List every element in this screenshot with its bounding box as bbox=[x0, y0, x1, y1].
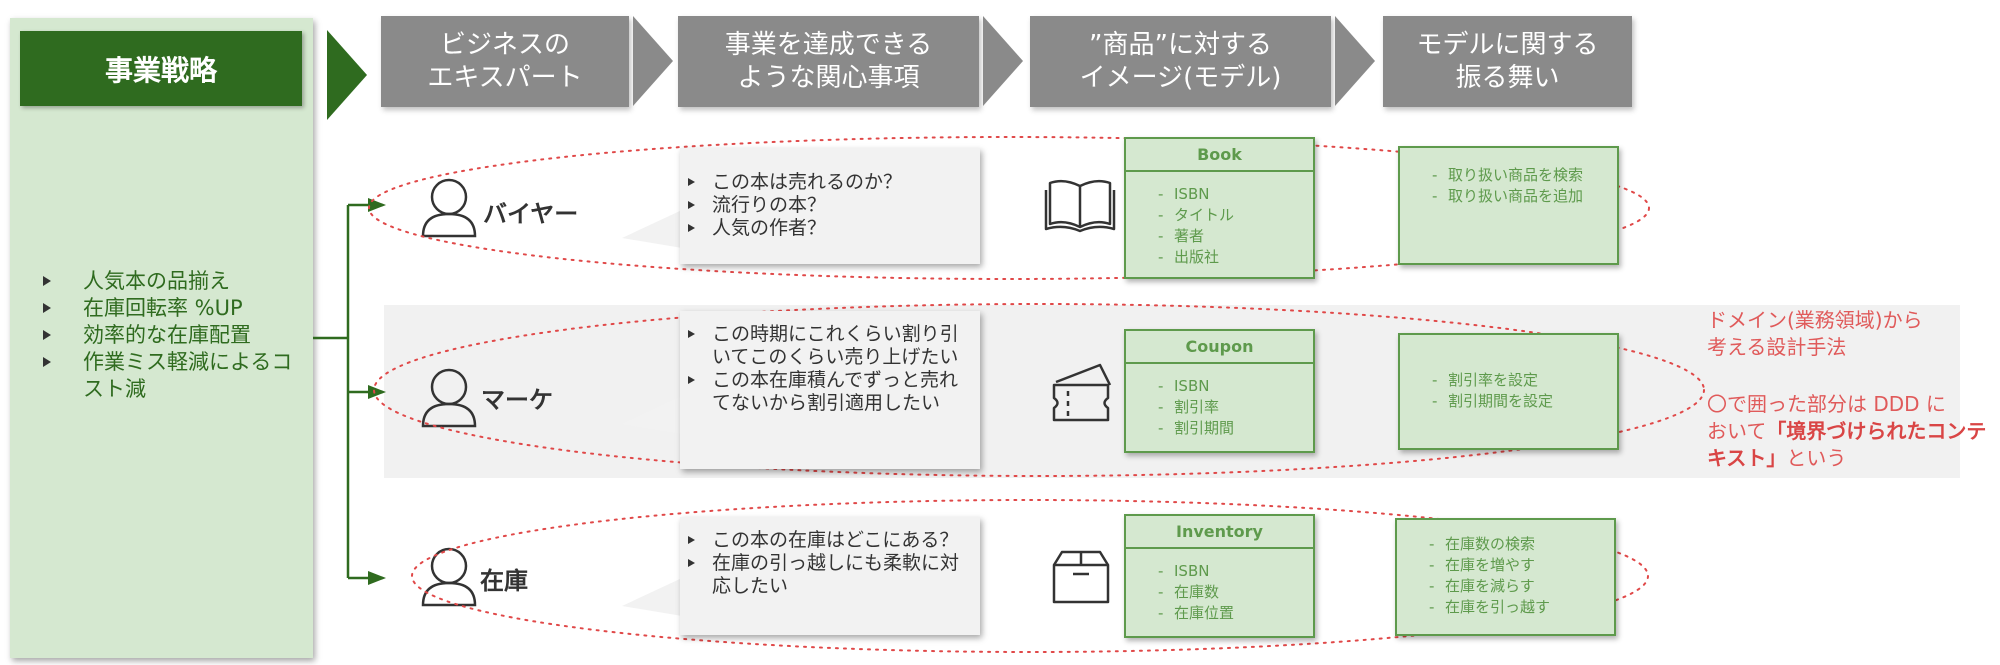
concern-item: この本の在庫はどこにある？ bbox=[680, 529, 968, 552]
strategy-panel bbox=[10, 18, 313, 658]
model-field: タイトル bbox=[1126, 205, 1313, 226]
bounded-context-note: 〇で囲った部分は DDD に おいて「境界づけられたコンテキスト」という bbox=[1707, 391, 1997, 472]
bounded-context-term: 「境界づけられたコンテキスト」 bbox=[1707, 419, 1987, 470]
ddd-note-line: ドメイン(業務領域)から bbox=[1707, 308, 1923, 332]
concern-item: この本在庫積んでずっと売れてないから割引適用したい bbox=[680, 369, 968, 415]
behavior-item: 割引期間を設定 bbox=[1400, 391, 1617, 412]
model-field: 出版社 bbox=[1126, 247, 1313, 268]
behavior-box: 取り扱い商品を検索 取り扱い商品を追加 bbox=[1398, 146, 1619, 265]
concern-item: 在庫の引っ越しにも柔軟に対応したい bbox=[680, 552, 968, 598]
note-text: という bbox=[1786, 446, 1847, 470]
strategy-goal-list: 人気本の品揃え 在庫回転率 %UP 効率的な在庫配置 作業ミス軽減によるコスト減 bbox=[40, 268, 310, 403]
model-title: Coupon bbox=[1126, 331, 1313, 364]
bubble-tail bbox=[622, 578, 682, 616]
connector-lines bbox=[313, 203, 372, 580]
behavior-box: 在庫数の検索 在庫を増やす 在庫を減らす 在庫を引っ越す bbox=[1395, 518, 1616, 636]
model-field: 在庫位置 bbox=[1126, 603, 1313, 624]
bounded-context-ellipse bbox=[368, 136, 1650, 280]
strategy-goal: 効率的な在庫配置 bbox=[40, 322, 310, 349]
strategy-chevron bbox=[327, 30, 367, 120]
person-icon bbox=[421, 547, 477, 607]
behavior-item: 割引率を設定 bbox=[1400, 370, 1617, 391]
person-icon bbox=[421, 178, 477, 238]
bounded-context-note-line: 〇で囲った部分は DDD に bbox=[1707, 392, 1946, 416]
concern-item: 流行りの本？ bbox=[680, 194, 970, 217]
model-field: 著者 bbox=[1126, 226, 1313, 247]
book-icon bbox=[1044, 179, 1116, 233]
model-title: Inventory bbox=[1126, 516, 1313, 549]
bounded-context-ellipse bbox=[411, 499, 1649, 653]
person-label: バイヤー bbox=[483, 200, 579, 228]
header-behavior: モデルに関する 振る舞い bbox=[1383, 16, 1632, 107]
concern-item: この本は売れるのか？ bbox=[680, 171, 970, 194]
ddd-note: ドメイン(業務領域)から 考える設計手法 bbox=[1707, 307, 1997, 361]
behavior-item: 在庫数の検索 bbox=[1397, 534, 1614, 555]
model-title: Book bbox=[1126, 139, 1313, 172]
model-box-book: Book ISBN タイトル 著者 出版社 bbox=[1124, 137, 1315, 279]
header-concerns: 事業を達成できる ような関心事項 bbox=[678, 16, 979, 107]
model-field: ISBN bbox=[1126, 376, 1313, 397]
header-chevron bbox=[1335, 16, 1375, 106]
connector-arrowhead bbox=[368, 198, 386, 212]
header-business-expert: ビジネスの エキスパート bbox=[381, 16, 629, 107]
behavior-item: 在庫を増やす bbox=[1397, 555, 1614, 576]
person-icon bbox=[421, 368, 477, 428]
header-chevron bbox=[983, 16, 1023, 106]
concern-bubble: この本の在庫はどこにある？ 在庫の引っ越しにも柔軟に対応したい bbox=[680, 517, 980, 635]
model-field: 在庫数 bbox=[1126, 582, 1313, 603]
model-field: 割引期間 bbox=[1126, 418, 1313, 439]
header-chevron bbox=[633, 16, 673, 106]
behavior-item: 在庫を引っ越す bbox=[1397, 597, 1614, 618]
strategy-goal: 作業ミス軽減によるコスト減 bbox=[40, 349, 310, 403]
model-field: 割引率 bbox=[1126, 397, 1313, 418]
concern-item: この時期にこれくらい割り引いてこのくらい売り上げたい bbox=[680, 323, 968, 369]
ddd-note-line: 考える設計手法 bbox=[1707, 335, 1847, 359]
strategy-title: 事業戦略 bbox=[20, 31, 302, 106]
header-model-image: ”商品”に対する イメージ(モデル) bbox=[1030, 16, 1331, 107]
behavior-item: 取り扱い商品を検索 bbox=[1400, 165, 1617, 186]
bubble-tail bbox=[622, 396, 682, 434]
model-box-inventory: Inventory ISBN 在庫数 在庫位置 bbox=[1124, 514, 1315, 638]
behavior-box: 割引率を設定 割引期間を設定 bbox=[1398, 333, 1619, 450]
coupon-icon bbox=[1052, 363, 1112, 422]
behavior-item: 取り扱い商品を追加 bbox=[1400, 186, 1617, 207]
strategy-goal: 在庫回転率 %UP bbox=[40, 295, 310, 322]
behavior-item: 在庫を減らす bbox=[1397, 576, 1614, 597]
connector-arrowhead bbox=[368, 385, 386, 399]
box-icon bbox=[1052, 550, 1110, 604]
model-field: ISBN bbox=[1126, 184, 1313, 205]
model-field: ISBN bbox=[1126, 561, 1313, 582]
model-box-coupon: Coupon ISBN 割引率 割引期間 bbox=[1124, 329, 1315, 453]
person-label: 在庫 bbox=[480, 567, 528, 595]
connector-arrowhead bbox=[368, 571, 386, 585]
concern-item: 人気の作者？ bbox=[680, 217, 970, 240]
concern-bubble: この本は売れるのか？ 流行りの本？ 人気の作者？ bbox=[680, 148, 980, 264]
bounded-context-note-line: おいて「境界づけられたコンテキスト」という bbox=[1707, 418, 1997, 472]
note-text: おいて bbox=[1707, 419, 1767, 443]
bubble-tail bbox=[622, 210, 682, 248]
person-label: マーケ bbox=[481, 386, 553, 414]
bounded-context-ellipse bbox=[373, 303, 1705, 477]
concern-bubble: この時期にこれくらい割り引いてこのくらい売り上げたい この本在庫積んでずっと売れ… bbox=[680, 311, 980, 469]
strategy-goal: 人気本の品揃え bbox=[40, 268, 310, 295]
